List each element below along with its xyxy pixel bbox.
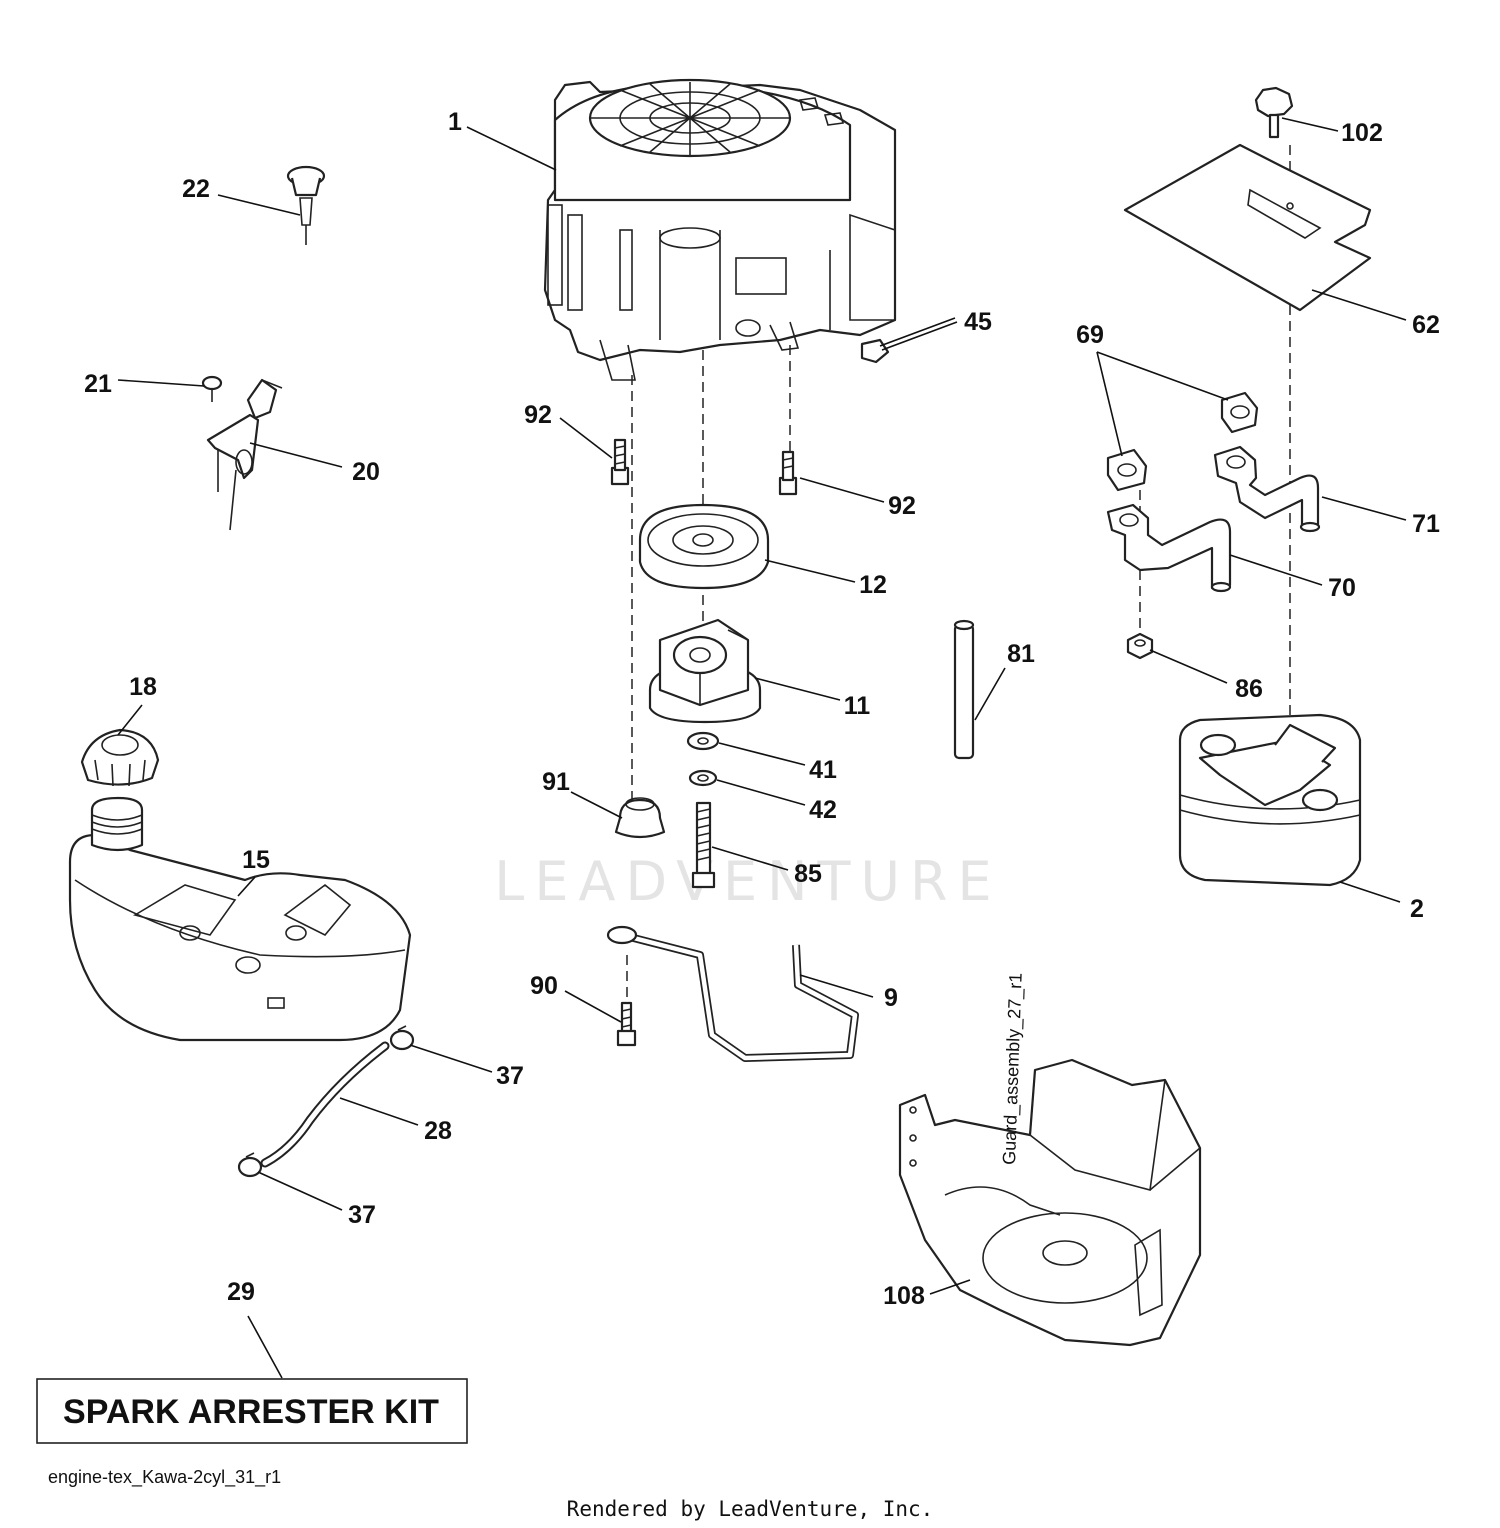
callout-18: 18: [129, 673, 157, 701]
callout-labels: 1 22 21 20 92 92 45 102 62 69 71 70 12 1…: [84, 108, 1440, 1310]
heat-shield: [1123, 143, 1372, 312]
callout-1: 1: [448, 108, 462, 136]
callout-92-left: 92: [524, 401, 552, 429]
exhaust-pipe-right: [1213, 445, 1321, 533]
spark-plug-wire: [860, 317, 958, 364]
muffler: [1178, 713, 1362, 887]
throttle-control: [201, 375, 283, 531]
callout-70: 70: [1328, 574, 1356, 602]
lock-washer: [688, 769, 718, 787]
callout-45: 45: [964, 308, 992, 336]
callout-62: 62: [1412, 311, 1440, 339]
callout-92-right: 92: [888, 492, 916, 520]
callout-2: 2: [1410, 895, 1424, 923]
callout-37-upper: 37: [496, 1062, 524, 1090]
callout-108: 108: [883, 1282, 925, 1310]
engine: [543, 78, 897, 381]
leader-lines: [117, 117, 1407, 1379]
fuel-tank: [68, 796, 412, 1042]
callout-41: 41: [809, 756, 837, 784]
watermark: LEADVENTURE: [494, 850, 1001, 913]
fuel-line-bracket: [606, 925, 859, 1062]
callout-102: 102: [1341, 119, 1383, 147]
spacer-bushing: [614, 797, 666, 839]
callout-81: 81: [1007, 640, 1035, 668]
exhaust-pipe-left: [1106, 503, 1232, 593]
callout-86: 86: [1235, 675, 1263, 703]
fuel-cap: [80, 728, 160, 787]
exhaust-gasket-upper: [1220, 391, 1259, 434]
spark-arrester-kit-box: SPARK ARRESTER KIT: [36, 1378, 468, 1444]
callout-91: 91: [542, 768, 570, 796]
engine-bolt-right: [778, 450, 798, 496]
exhaust-nut: [1126, 632, 1154, 660]
rendered-by: Rendered by LeadVenture, Inc.: [567, 1497, 934, 1521]
callout-12: 12: [859, 571, 887, 599]
heat-shield-screw: [1254, 86, 1294, 139]
callout-11: 11: [844, 692, 871, 720]
callout-21: 21: [84, 370, 112, 398]
fuel-line: [260, 1041, 390, 1168]
callout-9: 9: [884, 984, 898, 1012]
hose-clamp-upper: [389, 1025, 415, 1051]
hose-clamp-lower: [237, 1152, 263, 1178]
dipstick-tube: [953, 619, 975, 760]
callout-71: 71: [1412, 510, 1440, 538]
spark-arrester-kit-label: SPARK ARRESTER KIT: [63, 1393, 439, 1431]
callout-28: 28: [424, 1117, 452, 1145]
callout-20: 20: [352, 458, 380, 486]
callout-15: 15: [242, 846, 270, 874]
callout-22: 22: [182, 175, 210, 203]
washer: [686, 731, 720, 751]
alignment-lines: [626, 145, 1291, 1005]
engine-pulley: [638, 503, 770, 590]
diagram-code: engine-tex_Kawa-2cyl_31_r1: [48, 1467, 281, 1488]
clutch-bolt: [691, 801, 716, 889]
callout-90: 90: [530, 972, 558, 1000]
bracket-bolt: [616, 1001, 637, 1047]
callout-29: 29: [227, 1278, 255, 1306]
exhaust-gasket-lower: [1106, 448, 1148, 492]
callout-85: 85: [794, 860, 822, 888]
engine-bolt-left: [610, 438, 630, 486]
choke-knob: [286, 165, 326, 245]
callout-69: 69: [1076, 321, 1104, 349]
engine-guard: Guard_assembly_27_r1: [898, 972, 1202, 1347]
callout-42: 42: [809, 796, 837, 824]
pto-clutch: [648, 618, 762, 724]
callout-37-lower: 37: [348, 1201, 376, 1229]
